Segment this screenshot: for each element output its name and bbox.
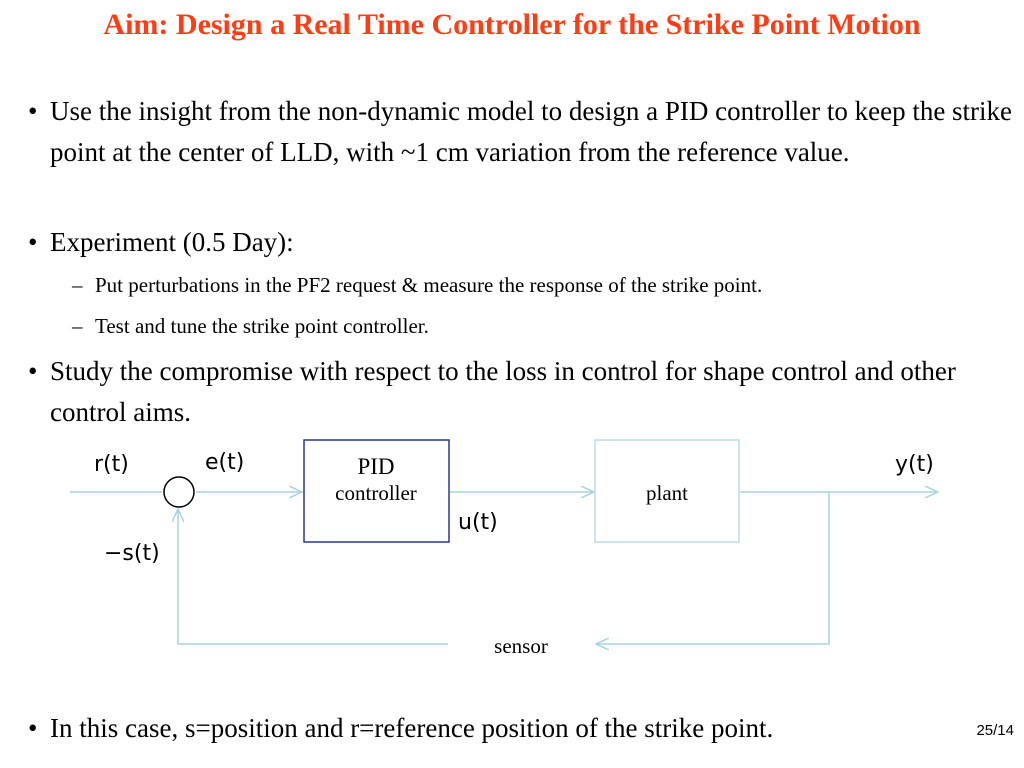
plant-block xyxy=(594,439,740,543)
sub-item-perturbations: – Put perturbations in the PF2 request &… xyxy=(72,271,1022,299)
reference-signal-label: r(t) xyxy=(94,452,129,477)
bullet-pid-insight: • Use the insight from the non-dynamic m… xyxy=(28,91,1018,173)
plant-label: plant xyxy=(646,481,688,505)
bullet-marker: • xyxy=(28,227,38,257)
sub-marker: – xyxy=(72,314,83,338)
slide-title: Aim: Design a Real Time Controller for t… xyxy=(103,8,921,41)
bullet-marker: • xyxy=(28,356,38,386)
summing-junction xyxy=(163,476,195,508)
bullet-marker: • xyxy=(28,96,38,126)
bullet-text: Experiment (0.5 Day): xyxy=(50,227,294,257)
bullet-definitions: • In this case, s=position and r=referen… xyxy=(28,708,1018,749)
error-signal-label: e(t) xyxy=(205,450,244,475)
sensor-label: sensor xyxy=(494,634,548,658)
bullet-marker: • xyxy=(28,713,38,743)
pid-label: PID xyxy=(357,454,394,479)
sub-marker: – xyxy=(72,273,83,297)
sub-text: Put perturbations in the PF2 request & m… xyxy=(95,273,763,297)
sensor-input-arrow xyxy=(596,492,830,644)
control-signal-label: u(t) xyxy=(458,510,498,535)
bullet-text: In this case, s=position and r=reference… xyxy=(50,713,774,743)
sub-item-test-tune: – Test and tune the strike point control… xyxy=(72,312,1022,340)
bullet-text: Study the compromise with respect to the… xyxy=(50,356,956,427)
page-number: 25/14 xyxy=(976,722,1014,739)
output-signal-label: y(t) xyxy=(895,452,934,477)
bullet-compromise: • Study the compromise with respect to t… xyxy=(28,351,1018,433)
bullet-experiment: • Experiment (0.5 Day): xyxy=(28,222,1018,263)
controller-label: controller xyxy=(335,481,417,505)
feedback-signal-label: −s(t) xyxy=(104,541,160,566)
pid-controller-block xyxy=(303,439,450,543)
bullet-text: Use the insight from the non-dynamic mod… xyxy=(50,96,1013,167)
feedback-arrow xyxy=(178,509,448,645)
sub-text: Test and tune the strike point controlle… xyxy=(95,314,429,338)
